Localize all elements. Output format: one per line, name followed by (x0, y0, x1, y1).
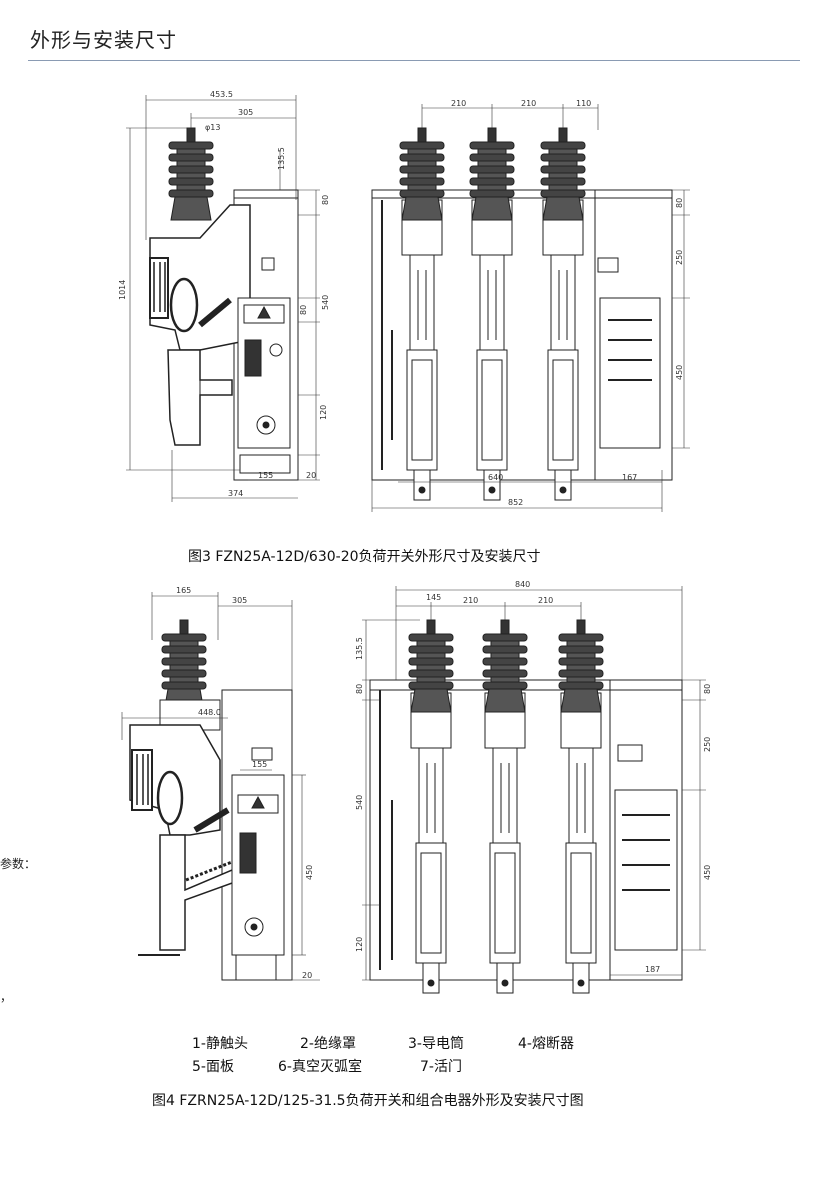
figure3-front-view: 210 210 110 80 250 450 640 167 852 (371, 99, 690, 512)
fig3-side-dim-9: 20 (306, 471, 316, 480)
fig3-side-dim-6: 540 (321, 295, 330, 310)
fig3-side-dim-4: 1014 (118, 280, 127, 300)
figure3-side-view: 453.5 305 φ13 135.5 1014 80 540 80 120 2… (118, 90, 330, 502)
fig3-side-dim-1: 305 (238, 108, 253, 117)
fig4-side-dim-4: 450 (305, 865, 314, 880)
fig3-front-dim-8: 852 (508, 498, 523, 507)
legend-item-2: 2-绝缘罩 (300, 1036, 356, 1052)
legend-item-7: 7-活门 (420, 1059, 462, 1075)
fig3-side-dim-5: 80 (321, 195, 330, 205)
fig4-side-dim-1: 305 (232, 596, 247, 605)
fig4-side-dim-0: 165 (176, 586, 191, 595)
fig3-side-dim-10: 155 (258, 471, 273, 480)
fig3-front-dim-3: 80 (675, 198, 684, 208)
figure4-front-view: 840 145 210 210 135.5 80 80 250 540 450 … (355, 580, 712, 994)
fig3-side-dim-11: 374 (228, 489, 243, 498)
params-fragment: 参数： (0, 857, 37, 871)
fig3-side-dim-8: 120 (319, 405, 328, 420)
fig4-front-dim-7: 250 (703, 737, 712, 752)
comma-fragment: ， (0, 990, 13, 1004)
fig4-side-dim-3: 155 (252, 760, 267, 769)
fig4-front-dim-5: 80 (355, 684, 364, 694)
legend-item-6: 6-真空灭弧室 (278, 1059, 362, 1075)
fig3-side-dim-3: 135.5 (277, 147, 286, 170)
fig3-front-dim-6: 640 (488, 473, 503, 482)
page-title: 外形与安装尺寸 (30, 28, 177, 52)
figure4-side-view: 165 305 448.0 155 450 20 (121, 586, 320, 981)
figure4-caption: 图4 FZRN25A-12D/125-31.5负荷开关和组合电器外形及安装尺寸图 (152, 1093, 584, 1109)
legend-item-5: 5-面板 (192, 1059, 234, 1075)
legend-item-3: 3-导电筒 (408, 1036, 464, 1052)
fig4-front-dim-11: 187 (645, 965, 660, 974)
fig3-side-dim-2: φ13 (205, 123, 220, 132)
fig4-front-dim-6: 80 (703, 684, 712, 694)
fig4-front-dim-2: 210 (463, 596, 478, 605)
title-divider (28, 60, 800, 61)
fig4-front-dim-10: 120 (355, 937, 364, 952)
fig3-front-dim-1: 210 (521, 99, 536, 108)
fig4-front-dim-8: 540 (355, 795, 364, 810)
fig3-front-dim-0: 210 (451, 99, 466, 108)
fig4-front-dim-9: 450 (703, 865, 712, 880)
fig3-side-dim-7: 80 (299, 305, 308, 315)
figure3-caption: 图3 FZN25A-12D/630-20负荷开关外形尺寸及安装尺寸 (188, 549, 541, 565)
fig3-front-dim-5: 450 (675, 365, 684, 380)
fig3-front-dim-2: 110 (576, 99, 591, 108)
fig4-side-dim-5: 20 (302, 971, 312, 980)
fig4-side-dim-2: 448.0 (198, 708, 221, 717)
legend-item-1: 1-静触头 (192, 1036, 248, 1052)
fig4-front-dim-1: 145 (426, 593, 441, 602)
legend-item-4: 4-熔断器 (518, 1036, 574, 1052)
fig3-front-dim-7: 167 (622, 473, 637, 482)
fig3-front-dim-4: 250 (675, 250, 684, 265)
fig4-front-dim-0: 840 (515, 580, 530, 589)
fig4-front-dim-4: 135.5 (355, 637, 364, 660)
fig4-front-dim-3: 210 (538, 596, 553, 605)
fig3-side-dim-0: 453.5 (210, 90, 233, 99)
